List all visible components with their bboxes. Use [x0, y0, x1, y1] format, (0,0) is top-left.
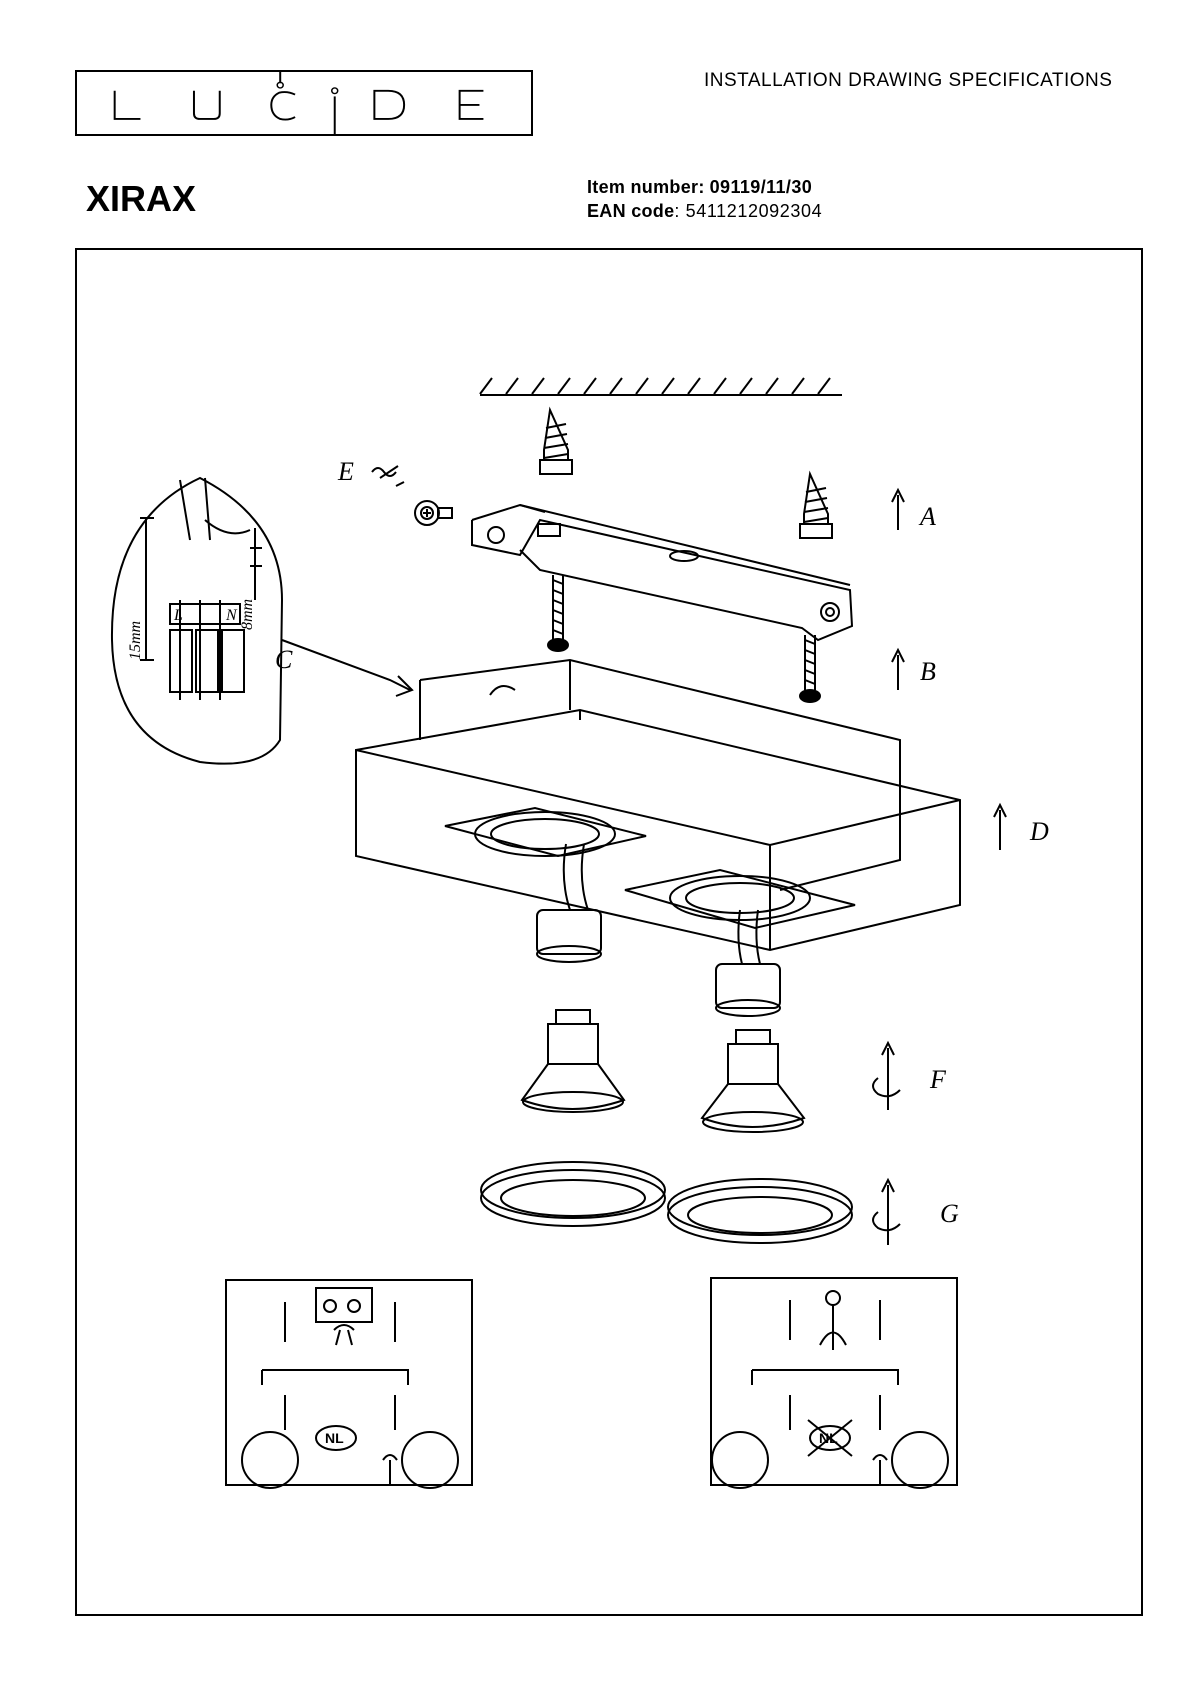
rotate-arrow-f [872, 1040, 901, 1110]
lucide-logo [75, 70, 533, 136]
wire-length-label: 8mm [239, 599, 256, 630]
ean-code-label: EAN code [587, 201, 675, 221]
mounting-bracket [471, 503, 854, 642]
wiring-detail [110, 476, 414, 765]
screwdriver-symbol [371, 465, 405, 487]
step-label-f: F [929, 1065, 947, 1094]
bolt-right [799, 635, 821, 703]
strip-length-label: 15mm [127, 621, 144, 660]
product-specs: Item number: 09119/11/30 EAN code: 54112… [587, 175, 822, 223]
nl-badge-right: NL [819, 1430, 838, 1446]
step-label-a: A [918, 502, 936, 531]
step-label-g: G [940, 1199, 959, 1228]
cover-ring-right [667, 1178, 853, 1244]
step-label-e: E [337, 457, 354, 486]
gu10-lamp-right [700, 1029, 806, 1133]
nl-badge-left: NL [325, 1430, 344, 1446]
item-number-value: 09119/11/30 [709, 177, 813, 197]
terminal-live-label: L [173, 607, 183, 624]
mounting-diagram-right [710, 1277, 958, 1489]
step-label-c: C [275, 645, 293, 674]
drawing-frame [75, 248, 1143, 1616]
wall-plug-left [539, 406, 573, 475]
socket-left [536, 843, 602, 963]
ean-code-row: EAN code: 5411212092304 [587, 199, 822, 223]
wall-plug-right [799, 470, 833, 539]
ceiling-surface [479, 377, 842, 396]
small-screw [414, 500, 453, 526]
arrow-up-a [891, 487, 905, 530]
arrow-up-b [891, 647, 905, 690]
socket-right [715, 909, 781, 1017]
step-label-d: D [1029, 817, 1049, 846]
product-name: XIRAX [86, 178, 197, 219]
ean-code-value: : 5411212092304 [674, 201, 823, 221]
bolt-left [547, 575, 569, 652]
terminal-neutral-label: N [225, 607, 238, 624]
arrow-up-d [993, 802, 1007, 850]
mounting-diagram-left [225, 1279, 473, 1489]
gu10-lamp-left [520, 1009, 626, 1113]
not-allowed-symbol [807, 1419, 853, 1457]
document-title: INSTALLATION DRAWING SPECIFICATIONS [704, 70, 1113, 91]
item-number-row: Item number: 09119/11/30 [587, 175, 822, 199]
rotate-arrow-g [872, 1177, 901, 1245]
cover-ring-left [480, 1161, 666, 1227]
fixture-housing [355, 658, 961, 952]
item-number-label: Item number: [587, 177, 705, 197]
step-label-b: B [920, 657, 936, 686]
